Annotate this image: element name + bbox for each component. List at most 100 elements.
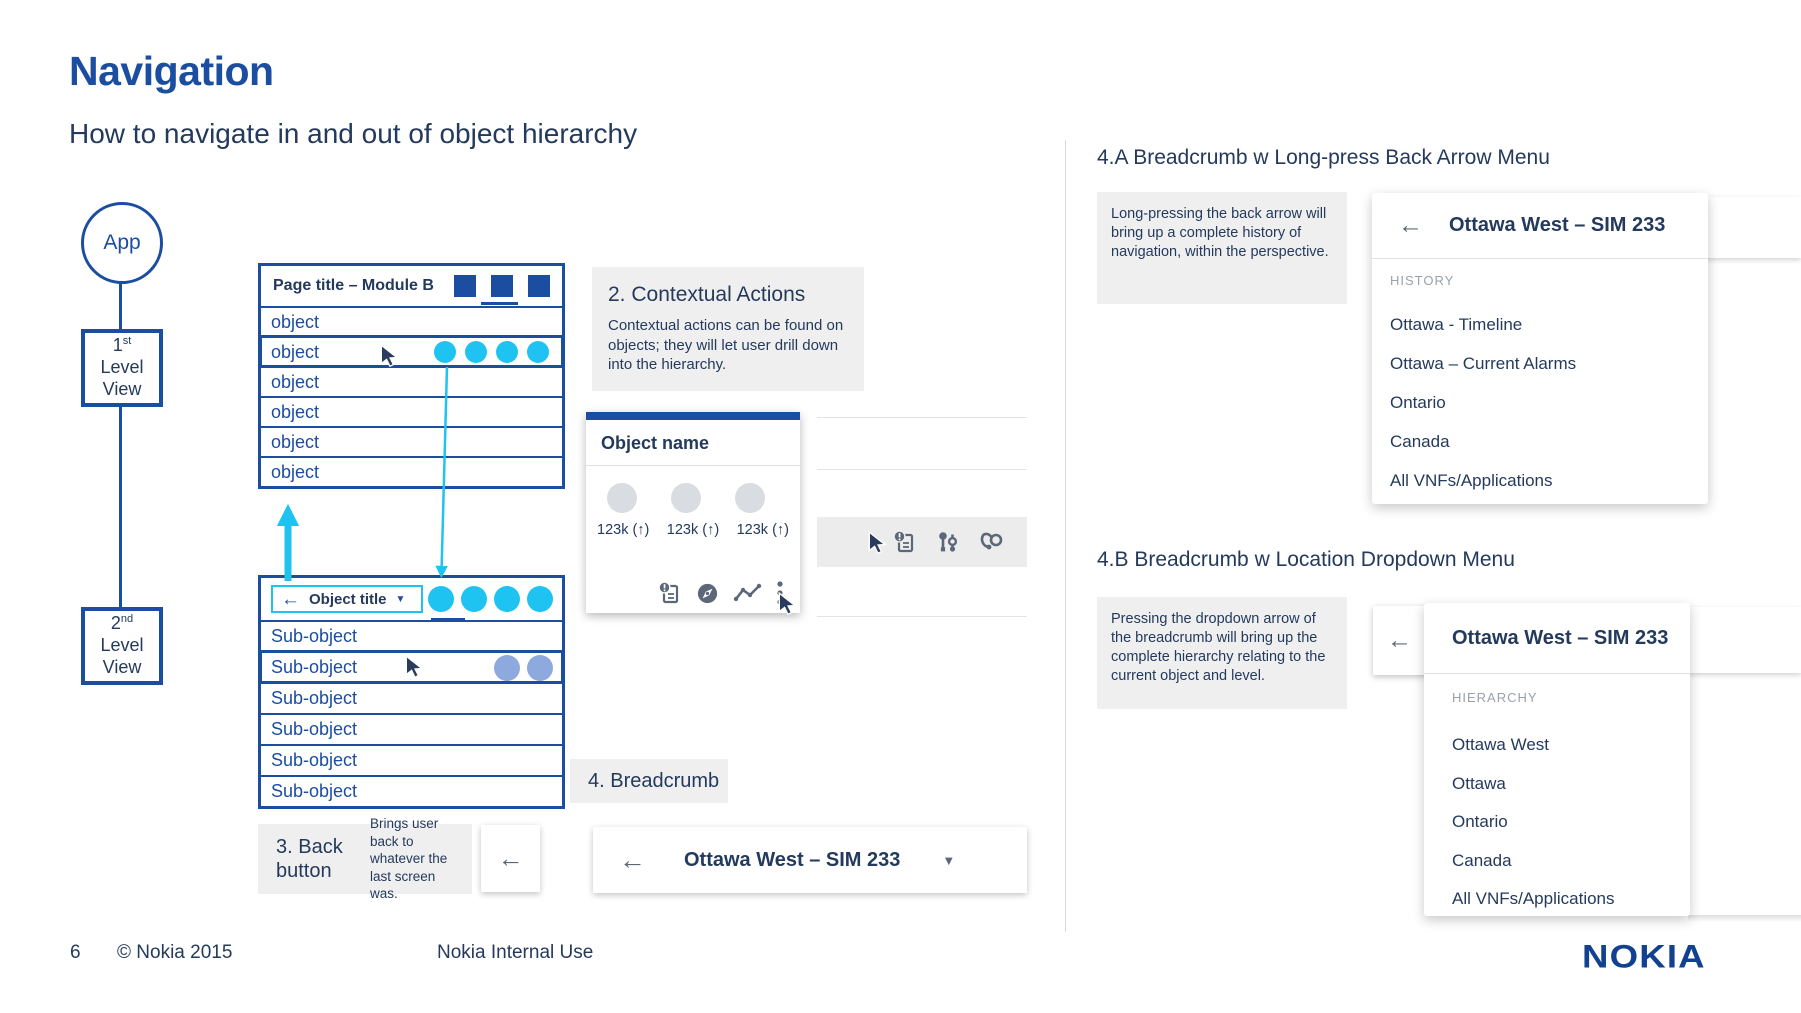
menu-item[interactable]: Ottawa – Current Alarms bbox=[1390, 353, 1577, 373]
object-card-actions bbox=[586, 580, 800, 606]
active-dot-underline bbox=[431, 618, 465, 621]
action-dot-icon[interactable] bbox=[434, 341, 456, 363]
classification: Nokia Internal Use bbox=[437, 942, 594, 963]
object-title-dropdown[interactable]: ← Object title ▼ bbox=[271, 585, 423, 613]
note-body: Contextual actions can be found on objec… bbox=[608, 317, 844, 373]
table-row[interactable]: object bbox=[261, 306, 562, 336]
menu-section-label: HIERARCHY bbox=[1452, 690, 1538, 705]
module-tabs bbox=[454, 275, 550, 297]
table-row[interactable]: object bbox=[261, 366, 562, 396]
network-icon[interactable] bbox=[979, 529, 1005, 555]
action-dot-icon[interactable] bbox=[496, 341, 518, 363]
menu-item[interactable]: Ottawa bbox=[1452, 773, 1506, 793]
table-row-hovered[interactable]: Sub-object bbox=[260, 650, 563, 683]
menu-item[interactable]: Ontario bbox=[1452, 812, 1508, 832]
tab-square-icon[interactable] bbox=[491, 275, 513, 297]
hierarchy-menu-header: Ottawa West – SIM 233 bbox=[1424, 603, 1690, 674]
module-table-header: Page title – Module B bbox=[261, 266, 562, 306]
table-row[interactable]: Sub-object bbox=[261, 713, 562, 744]
menu-section-label: HISTORY bbox=[1390, 273, 1455, 288]
table-row[interactable]: object bbox=[261, 456, 562, 486]
sub-table-header: ← Object title ▼ bbox=[261, 578, 562, 621]
tab-square-icon[interactable] bbox=[528, 275, 550, 297]
trendline-icon[interactable] bbox=[733, 582, 763, 604]
stat-value: 123k (↑) bbox=[736, 522, 789, 538]
breadcrumb-bar-extension bbox=[1705, 197, 1801, 258]
table-row[interactable]: Sub-object bbox=[261, 744, 562, 775]
menu-item[interactable]: All VNFs/Applications bbox=[1452, 889, 1615, 909]
menu-item[interactable]: Ontario bbox=[1390, 392, 1446, 412]
action-dot-icon[interactable] bbox=[428, 586, 454, 612]
table-row[interactable]: object bbox=[261, 396, 562, 426]
table-row[interactable]: Sub-object bbox=[261, 775, 562, 806]
list-separator bbox=[817, 616, 1027, 617]
page-subtitle: How to navigate in and out of object hie… bbox=[69, 118, 638, 149]
object-title-label: Object title bbox=[309, 590, 387, 608]
list-separator bbox=[817, 469, 1027, 470]
level1-view-node: 1st Level View bbox=[81, 329, 163, 407]
breadcrumb-title: Ottawa West – SIM 233 bbox=[1449, 214, 1666, 236]
thumbnail-circle bbox=[735, 483, 765, 513]
stat-value: 123k (↑) bbox=[666, 522, 720, 538]
alarm-document-icon[interactable] bbox=[891, 529, 917, 555]
action-dot-icon[interactable] bbox=[494, 586, 520, 612]
history-menu: ← Ottawa West – SIM 233 HISTORY Ottawa -… bbox=[1372, 193, 1708, 504]
flow-connector bbox=[119, 281, 122, 329]
compass-icon[interactable] bbox=[695, 581, 720, 606]
action-dot-icon[interactable] bbox=[527, 341, 549, 363]
action-dot-icon[interactable] bbox=[527, 655, 553, 681]
thumbnail-circle bbox=[607, 483, 637, 513]
sub-object-table: ← Object title ▼ Sub-object Sub-object S… bbox=[258, 575, 565, 809]
back-button[interactable]: ← bbox=[481, 825, 540, 892]
back-button-heading: 3. Back button bbox=[276, 836, 343, 882]
table-row[interactable]: object bbox=[261, 426, 562, 456]
history-menu-header: ← Ottawa West – SIM 233 bbox=[1372, 193, 1708, 259]
back-arrow-icon[interactable]: ← bbox=[1387, 626, 1412, 654]
action-dot-icon[interactable] bbox=[465, 341, 487, 363]
surface-shadow bbox=[1688, 915, 1801, 922]
action-dot-icon[interactable] bbox=[461, 586, 487, 612]
menu-item[interactable]: Ottawa West bbox=[1452, 735, 1549, 755]
hovered-list-row[interactable] bbox=[817, 517, 1027, 567]
app-node: App bbox=[81, 202, 163, 284]
nokia-logo: NOKIA bbox=[1582, 938, 1706, 975]
card-accent-bar bbox=[586, 412, 800, 420]
hierarchy-menu: Ottawa West – SIM 233 HIERARCHY Ottawa W… bbox=[1424, 603, 1690, 916]
breadcrumb-bar[interactable]: ← Ottawa West – SIM 233 ▼ bbox=[593, 827, 1027, 893]
table-row-hovered[interactable]: object bbox=[260, 335, 563, 367]
action-dot-icon[interactable] bbox=[527, 586, 553, 612]
contextual-action-dots bbox=[434, 341, 549, 363]
section-4b-heading: 4.B Breadcrumb w Location Dropdown Menu bbox=[1097, 548, 1515, 571]
table-row[interactable]: Sub-object bbox=[261, 682, 562, 713]
breadcrumb-bar-extension bbox=[1686, 607, 1801, 673]
list-separator bbox=[817, 417, 1027, 418]
history-menu-body: HISTORY Ottawa - Timeline Ottawa – Curre… bbox=[1372, 259, 1708, 500]
action-dot-icon[interactable] bbox=[494, 655, 520, 681]
section-4a-note: Long-pressing the back arrow will bring … bbox=[1097, 192, 1347, 304]
kebab-menu-icon[interactable] bbox=[776, 580, 784, 606]
object-card-title: Object name bbox=[586, 420, 800, 466]
table-row[interactable]: Sub-object bbox=[261, 620, 562, 651]
menu-item[interactable]: All VNFs/Applications bbox=[1390, 470, 1553, 490]
contextual-actions-note: 2. Contextual Actions Contextual actions… bbox=[592, 267, 864, 391]
column-divider bbox=[1065, 140, 1066, 932]
back-arrow-icon[interactable]: ← bbox=[1398, 211, 1423, 239]
back-button-description: Brings user back to whatever the last sc… bbox=[370, 816, 448, 902]
stat-value: 123k (↑) bbox=[597, 522, 650, 538]
alarm-document-icon[interactable] bbox=[656, 580, 682, 606]
back-arrow-icon[interactable]: ← bbox=[281, 588, 300, 610]
menu-item[interactable]: Ottawa - Timeline bbox=[1390, 314, 1523, 334]
menu-item[interactable]: Canada bbox=[1452, 850, 1512, 870]
topology-icon[interactable] bbox=[935, 529, 961, 555]
object-card: Object name 123k (↑) 123k (↑) 123k (↑) bbox=[586, 412, 800, 613]
chevron-down-icon[interactable]: ▼ bbox=[395, 593, 406, 605]
back-arrow-icon[interactable]: ← bbox=[497, 843, 524, 873]
back-arrow-icon[interactable]: ← bbox=[619, 844, 646, 875]
menu-item[interactable]: Canada bbox=[1390, 431, 1450, 451]
breadcrumb-title: Ottawa West – SIM 233 bbox=[1452, 626, 1669, 649]
flow-connector bbox=[119, 407, 122, 607]
breadcrumb-section-label: 4. Breadcrumb bbox=[570, 759, 728, 803]
chevron-down-icon[interactable]: ▼ bbox=[942, 852, 956, 868]
tab-square-icon[interactable] bbox=[454, 275, 476, 297]
